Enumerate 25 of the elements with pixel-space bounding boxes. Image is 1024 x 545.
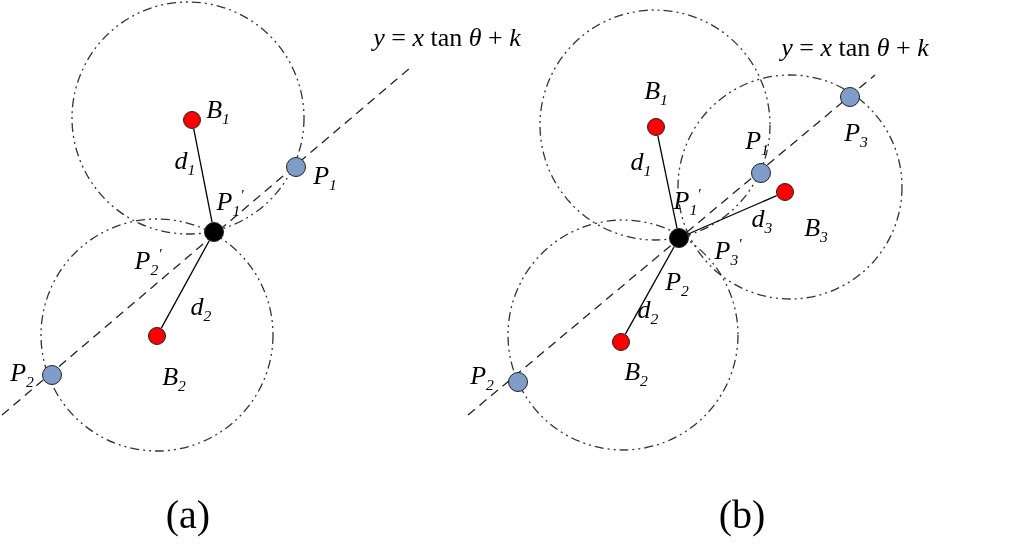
point-label: B$_{2}$ xyxy=(624,359,648,389)
connector-line xyxy=(193,128,213,223)
connector-line xyxy=(160,240,210,329)
equation-label: y = x tan θ + k xyxy=(373,25,521,51)
point-label: B$_{2}$ xyxy=(162,364,186,394)
panel-caption: (a) xyxy=(165,495,211,535)
edge-label: d$_{1}$ xyxy=(174,148,196,178)
point-label: P$_{3}$ xyxy=(844,120,868,150)
edge-label: d$_{1}$ xyxy=(630,149,652,179)
connector-line xyxy=(657,135,678,229)
panel-caption: (b) xyxy=(718,495,766,535)
edge-label: d$_{3}$ xyxy=(751,206,773,236)
edge-label: d$_{2}$ xyxy=(190,294,212,324)
point-label: P$_{1}$ xyxy=(313,163,337,193)
point-label: P$_{2}$ xyxy=(665,269,689,299)
connector-line xyxy=(687,194,778,235)
connector-line xyxy=(624,246,675,335)
point-label: P$_{2}$ xyxy=(10,360,34,390)
edge-label: d$_{2}$ xyxy=(637,297,659,327)
point-label: B$_{1}$ xyxy=(206,97,230,127)
point-label: B$_{1}$ xyxy=(644,78,668,108)
equation-label: y = x tan θ + k xyxy=(781,35,929,61)
point-label: B$_{3}$ xyxy=(804,215,828,245)
point-label: P$_{2}$ xyxy=(470,363,494,393)
point-label: P$_{1}$ xyxy=(745,128,769,158)
